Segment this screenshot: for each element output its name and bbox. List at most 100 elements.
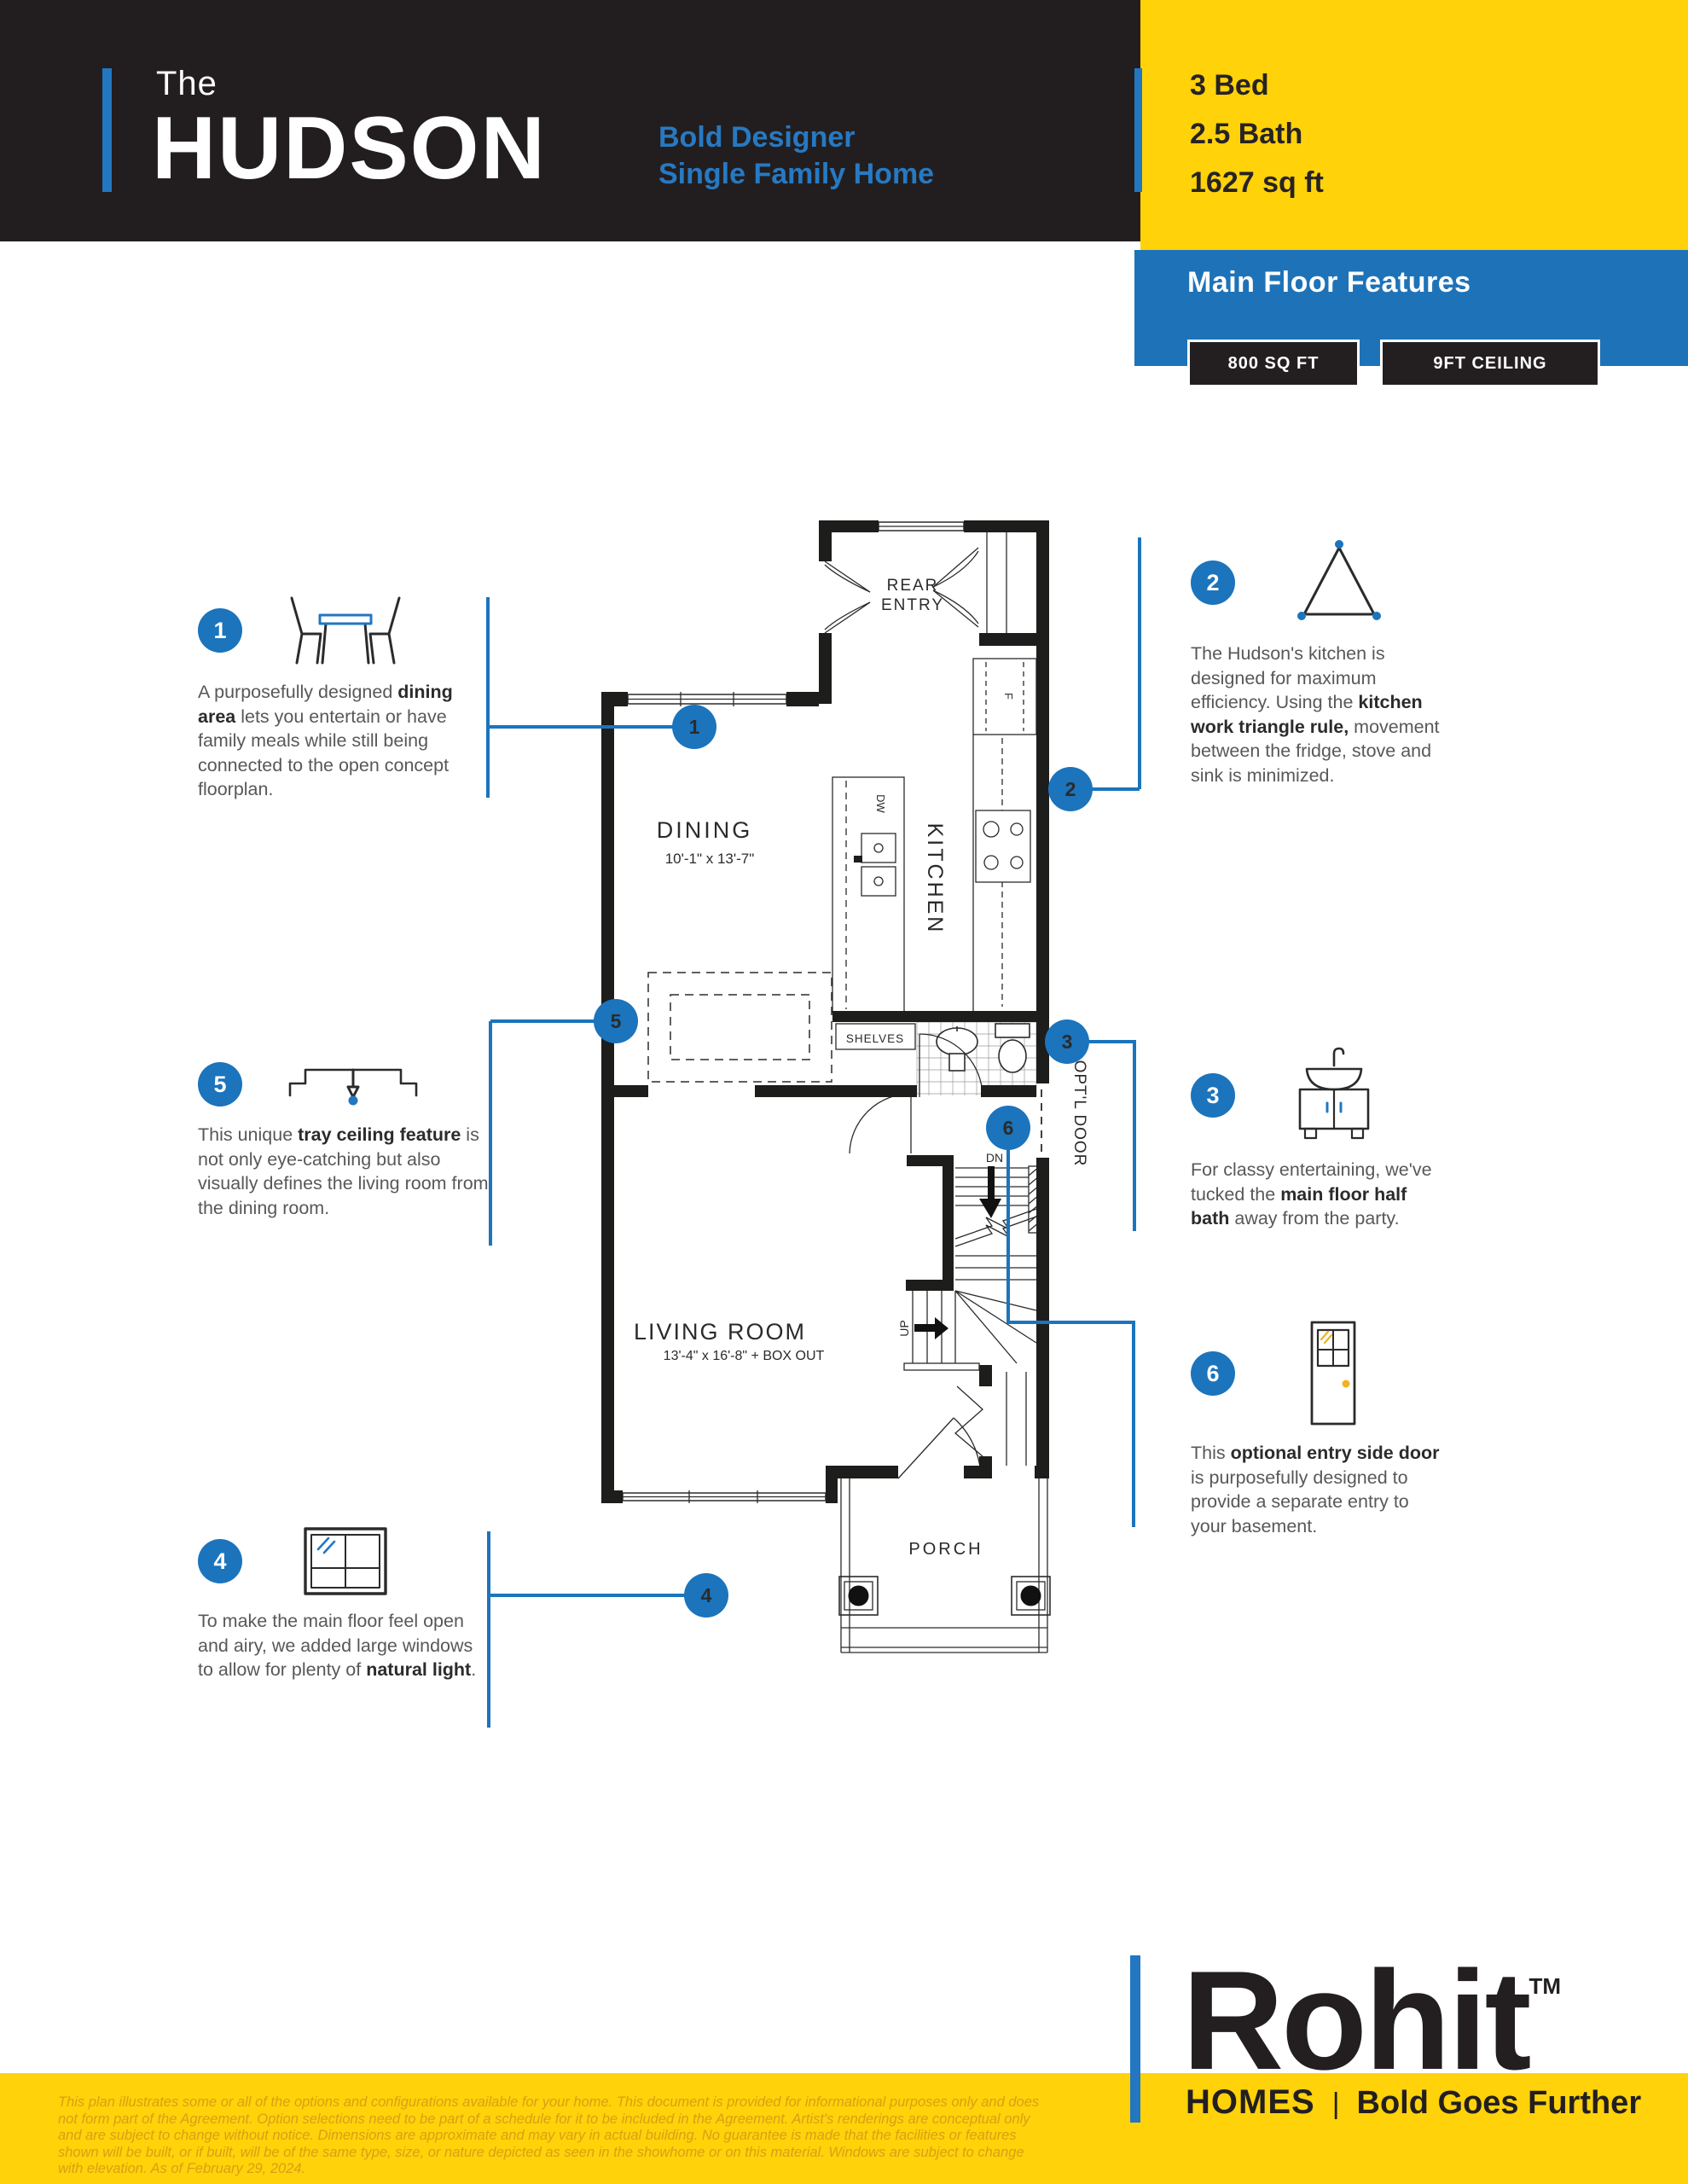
- porch-column-right: [1011, 1576, 1051, 1616]
- callout-6-post: is purposefully designed to provide a se…: [1191, 1467, 1409, 1536]
- plan-marker-2: 2: [1048, 767, 1093, 811]
- spec-list: 3 Bed 2.5 Bath 1627 sq ft: [1190, 61, 1324, 207]
- disclaimer-line-3: and are subject to change without notice…: [58, 2128, 1017, 2143]
- svg-text:3: 3: [1062, 1031, 1073, 1053]
- rear-window: [878, 521, 965, 531]
- label-entry: ENTRY: [881, 596, 944, 614]
- plan-marker-5: 5: [594, 999, 638, 1043]
- porch-column-left: [838, 1576, 879, 1616]
- plan-subtitle: Bold Designer Single Family Home: [658, 119, 934, 193]
- toilet: [995, 1023, 1030, 1073]
- shelves-closet: [835, 1023, 916, 1050]
- kitchen-island: [832, 776, 905, 1014]
- callout-4-number: 4: [198, 1539, 242, 1583]
- walls: [601, 520, 1049, 1503]
- label-dn: DN: [986, 1151, 1003, 1165]
- callout-5-number: 5: [198, 1062, 242, 1107]
- rear-closet: [986, 522, 1007, 633]
- tray-ceiling-outline: [647, 972, 832, 1083]
- callout-1-pre: A purposefully designed: [198, 682, 398, 702]
- plan-marker-1: 1: [672, 705, 716, 749]
- callout-3-post: away from the party.: [1229, 1208, 1400, 1228]
- label-dining-dims: 10'-1" x 13'-7": [665, 851, 755, 867]
- header-black-block: [0, 0, 1140, 241]
- label-opt-door: OPT'L DOOR: [1070, 1060, 1088, 1167]
- svg-text:5: 5: [611, 1010, 622, 1032]
- plan-kicker: The: [156, 65, 218, 102]
- callout-1-text: A purposefully designed dining area lets…: [198, 680, 492, 802]
- front-closet-walls: [1006, 1372, 1027, 1466]
- label-kitchen: KITCHEN: [923, 823, 947, 935]
- closet-doors: [932, 547, 979, 628]
- callout-2: 2 The Hudson's kitchen is designed for m…: [1191, 536, 1447, 787]
- brand-divider: |: [1331, 2088, 1340, 2120]
- svg-text:1: 1: [689, 716, 700, 738]
- label-porch: PORCH: [908, 1540, 983, 1559]
- callout-5-post: is not only eye-catching but also visual…: [198, 1124, 489, 1218]
- stove: [975, 810, 1031, 883]
- callout-6-bold: optional entry side door: [1230, 1443, 1440, 1463]
- disclaimer: This plan illustrates some or all of the…: [58, 2094, 1124, 2178]
- pedestal-sink: [936, 1026, 978, 1072]
- disclaimer-line-4: shown will be built, or if built, will b…: [58, 2144, 1024, 2160]
- subtitle-line-1: Bold Designer: [658, 121, 856, 154]
- work-triangle-icon: [1297, 540, 1381, 620]
- callout-1-number: 1: [198, 608, 242, 653]
- svg-text:6: 6: [1003, 1117, 1014, 1139]
- callout-2-number: 2: [1191, 561, 1235, 605]
- callout-4: 4 To make the main floor feel open and a…: [198, 1525, 492, 1682]
- callout-3-pre: For classy entertaining, we've tucked th…: [1191, 1159, 1432, 1205]
- spec-baths: 2.5 Bath: [1190, 118, 1303, 150]
- callout-5-bold: tray ceiling feature: [298, 1124, 461, 1145]
- callout-4-post: .: [471, 1659, 477, 1680]
- window-icon: [304, 1527, 387, 1595]
- trademark: TM: [1528, 1973, 1562, 1999]
- stair-winders: [954, 1290, 1037, 1364]
- callout-1: 1 A purposefully designed dining area le…: [198, 593, 492, 802]
- badge-sqft: 800 SQ FT: [1187, 340, 1360, 387]
- brand-logo-text: Rohit: [1182, 1942, 1532, 2099]
- dining-table-icon: [290, 596, 401, 665]
- side-door-icon: [1310, 1321, 1356, 1426]
- header-accent-bar-left: [102, 68, 112, 192]
- callout-3: 3 For classy entertaining, we've tucked …: [1191, 1045, 1447, 1231]
- stair-arrows: [914, 1166, 1001, 1339]
- callout-6: 6 This optional entry side door is purpo…: [1191, 1318, 1447, 1538]
- callout-2-pre: The Hudson's kitchen is designed for max…: [1191, 643, 1385, 712]
- brand-homes: HOMES: [1186, 2083, 1315, 2121]
- callout-2-bold: kitchen work triangle rule,: [1191, 692, 1423, 737]
- callout-1-bold: dining area: [198, 682, 453, 727]
- dining-window: [627, 692, 787, 706]
- label-living: LIVING ROOM: [634, 1319, 806, 1345]
- footer-yellow-band: [0, 2073, 1688, 2184]
- floor-plan: REAR ENTRY DINING 10'-1" x 13'-7" KITCHE…: [486, 520, 1141, 1728]
- living-window: [622, 1490, 827, 1503]
- brand-tagline: Bold Goes Further: [1356, 2085, 1642, 2121]
- disclaimer-line-2: not form part of the Agreement. Option s…: [58, 2111, 1030, 2127]
- callout-4-bold: natural light: [366, 1659, 472, 1680]
- brand-logo: RohitTM: [1182, 1950, 1561, 2091]
- label-up: UP: [897, 1320, 911, 1336]
- spec-beds: 3 Bed: [1190, 69, 1269, 102]
- tray-ceiling-icon: [288, 1068, 418, 1106]
- callout-1-post: lets you entertain or have family meals …: [198, 706, 450, 800]
- bath-door: [919, 1033, 983, 1098]
- badge-ceiling: 9FT CEILING: [1380, 340, 1600, 387]
- callout-5-text: This unique tray ceiling feature is not …: [198, 1123, 492, 1220]
- callout-6-number: 6: [1191, 1351, 1235, 1396]
- callout-2-post: movement between the fridge, stove and s…: [1191, 716, 1440, 786]
- brand-line: HOMES | Bold Goes Further: [1186, 2083, 1641, 2122]
- label-fridge: F: [1002, 693, 1015, 700]
- sink-vanity-icon: [1298, 1047, 1370, 1140]
- footer-accent-bar: [1130, 1955, 1140, 2123]
- callout-3-text: For classy entertaining, we've tucked th…: [1191, 1158, 1447, 1231]
- subtitle-line-2: Single Family Home: [658, 158, 935, 190]
- stairs-down: [954, 1165, 1040, 1281]
- callout-6-text: This optional entry side door is purpose…: [1191, 1441, 1447, 1538]
- hall-door: [849, 1093, 912, 1154]
- disclaimer-line-1: This plan illustrates some or all of the…: [58, 2094, 1040, 2110]
- callout-5: 5 This unique tray ceiling feature is no…: [198, 1058, 492, 1220]
- features-title: Main Floor Features: [1187, 266, 1471, 299]
- bifold-closet-doors: [954, 1385, 983, 1457]
